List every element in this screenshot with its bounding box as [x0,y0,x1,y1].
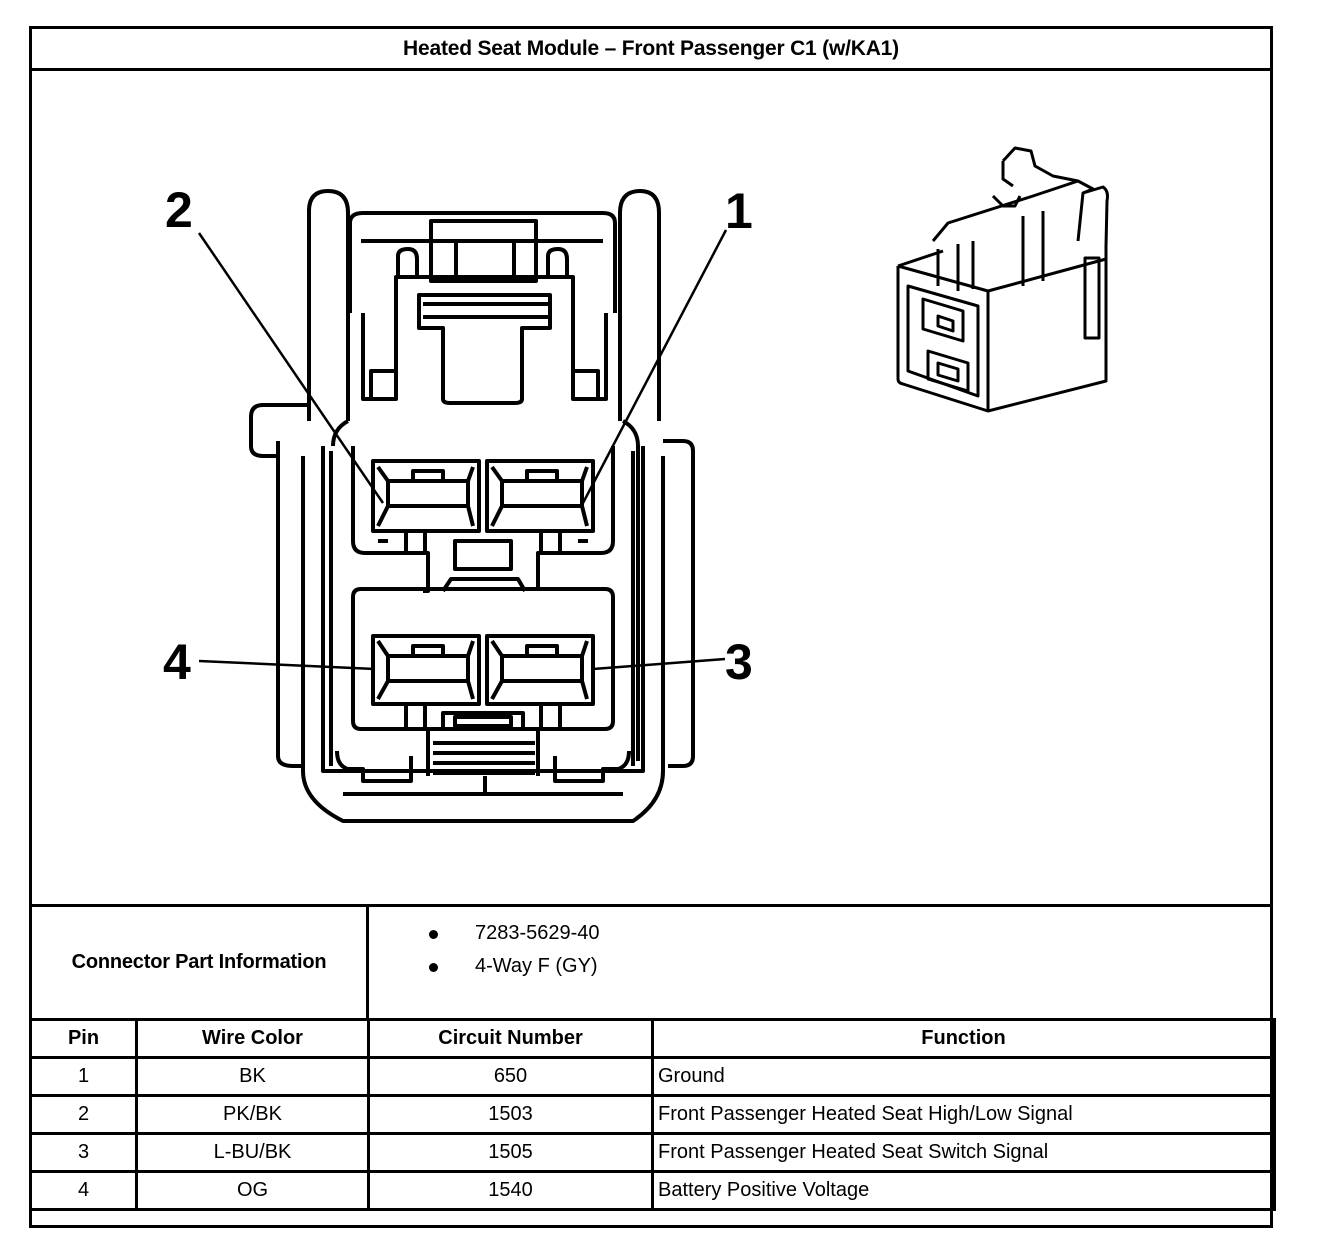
callout-line-pin-4 [198,659,376,671]
connector-diagram: 2 1 4 3 [32,71,1270,904]
table-row: 4 OG 1540 Battery Positive Voltage [29,1170,1276,1211]
circuit-number-cell: 1503 [367,1094,654,1135]
connector-part-info-label: Connector Part Information [32,907,369,1018]
connector-isometric-icon [896,146,1109,413]
header-circuit-number: Circuit Number [367,1018,654,1059]
callout-line-pin-1 [581,229,728,504]
connector-document: Heated Seat Module – Front Passenger C1 … [29,26,1276,1228]
wire-color-cell: OG [135,1170,370,1211]
wire-color-cell: PK/BK [135,1094,370,1135]
function-cell: Front Passenger Heated Seat Switch Signa… [651,1132,1276,1173]
left-latch-arm [307,189,350,421]
function-cell: Front Passenger Heated Seat High/Low Sig… [651,1094,1276,1135]
function-cell: Ground [651,1056,1276,1097]
pin-cell: 2 [29,1094,138,1135]
callout-label-pin-4: 4 [163,634,191,690]
connector-face-drawing: 2 1 4 3 [163,146,1109,823]
function-cell: Battery Positive Voltage [651,1170,1276,1211]
header-pin: Pin [29,1018,138,1059]
part-info-item: 4-Way F (GY) [429,950,600,983]
callout-line-pin-3 [592,657,726,671]
connector-type: 4-Way F (GY) [475,955,598,977]
circuit-number-cell: 1505 [367,1132,654,1173]
wire-color-cell: BK [135,1056,370,1097]
circuit-number-cell: 1540 [367,1170,654,1211]
callout-label-pin-1: 1 [725,183,753,239]
pin-cell: 3 [29,1132,138,1173]
callout-label-pin-2: 2 [165,182,193,238]
bullet-icon [429,963,438,972]
table-row: 3 L-BU/BK 1505 Front Passenger Heated Se… [29,1132,1276,1173]
part-info-item: 7283-5629-40 [429,917,600,950]
bullet-icon [429,930,438,939]
document-title: Heated Seat Module – Front Passenger C1 … [32,29,1270,71]
circuit-number-cell: 650 [367,1056,654,1097]
connector-part-info-row: Connector Part Information 7283-5629-40 … [32,904,1270,1021]
pin-cell: 1 [29,1056,138,1097]
wire-color-cell: L-BU/BK [135,1132,370,1173]
right-latch-arm [618,189,661,421]
pin-table: Pin Wire Color Circuit Number Function 1… [29,1018,1276,1211]
connector-part-info-values: 7283-5629-40 4-Way F (GY) [369,907,1270,1018]
pin-cell: 4 [29,1170,138,1211]
callout-line-pin-2 [197,232,385,504]
part-number: 7283-5629-40 [475,922,600,944]
header-wire-color: Wire Color [135,1018,370,1059]
table-row: 1 BK 650 Ground [29,1056,1276,1097]
header-function: Function [651,1018,1276,1059]
table-row: 2 PK/BK 1503 Front Passenger Heated Seat… [29,1094,1276,1135]
pin-table-header: Pin Wire Color Circuit Number Function [29,1018,1276,1059]
callout-label-pin-3: 3 [725,634,753,690]
